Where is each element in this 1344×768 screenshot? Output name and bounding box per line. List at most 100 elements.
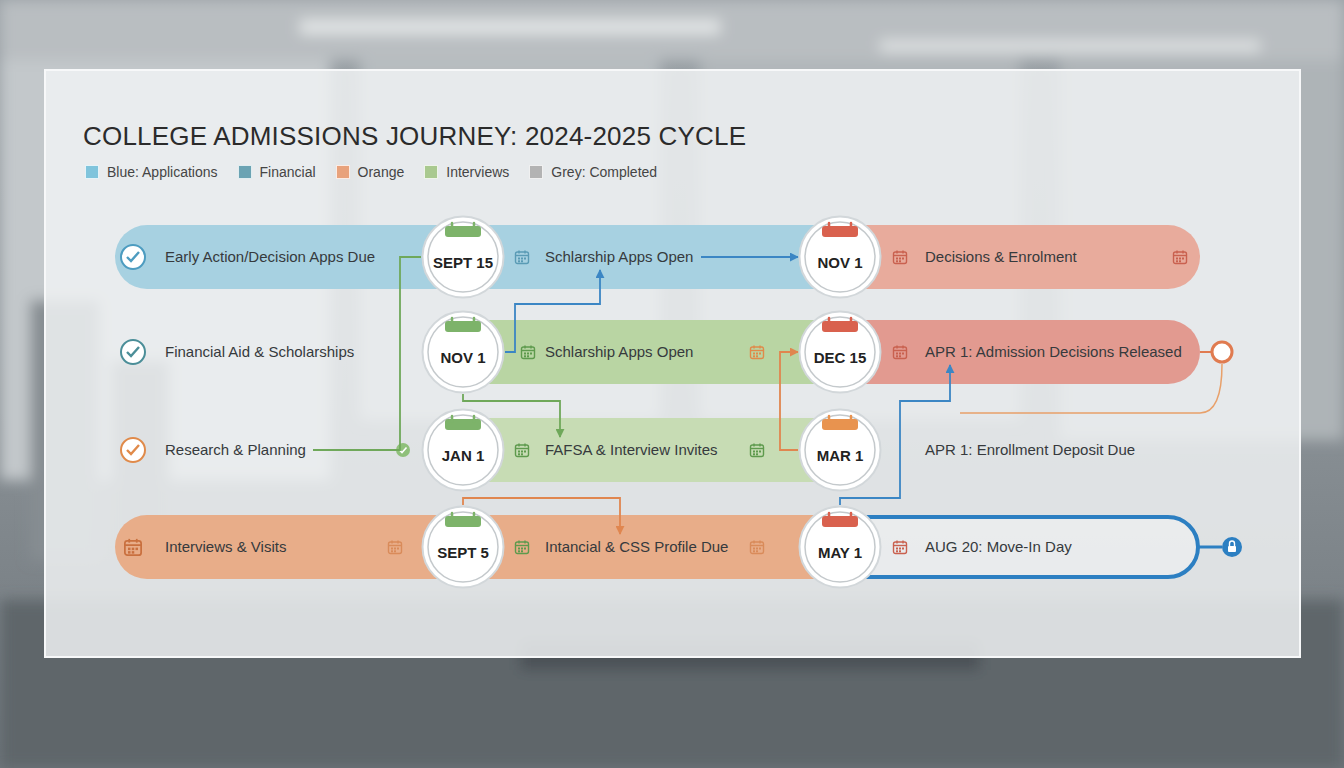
- outer-ring: [423, 312, 504, 393]
- calendar-ring: [850, 416, 853, 422]
- calendar-icon: [516, 251, 529, 264]
- end-marker: [1212, 342, 1232, 362]
- node-text: APR 1: Admission Decisions Released: [925, 343, 1183, 361]
- date-circle: SEPT 15: [421, 215, 505, 299]
- legend-item: Grey: Completed: [529, 164, 657, 180]
- milestone-label: FAFSA & Interview Invites: [539, 437, 725, 463]
- calendar-ring: [828, 223, 831, 229]
- calendar-icon: [389, 541, 402, 554]
- decor-wire: [960, 364, 1222, 413]
- ceiling: [0, 0, 1344, 60]
- check-mark: [127, 347, 139, 356]
- end-wire: [1198, 546, 1222, 549]
- calendar-icon: [751, 541, 764, 554]
- node-text: Schlarship Apps Open: [545, 343, 695, 361]
- outlined-band: [840, 517, 1198, 577]
- check-mark: [127, 445, 139, 454]
- node-text: DEC 15: [814, 337, 867, 367]
- calendar-icon: [1174, 251, 1187, 264]
- milestone-label: Research & Planning: [159, 437, 313, 463]
- lock-marker: [1222, 537, 1242, 557]
- legend-text: Financial: [260, 164, 316, 180]
- node-text: AUG 20: Move-In Day: [925, 538, 1073, 556]
- calendar-icon: [751, 346, 764, 359]
- inner-ring: [428, 512, 498, 582]
- check-mark: [127, 252, 139, 261]
- date-circle: SEPT 5: [421, 505, 505, 589]
- inner-ring: [805, 317, 875, 387]
- calendar-ring: [473, 223, 476, 229]
- outer-ring: [423, 507, 504, 588]
- node-text: JAN 1: [442, 435, 485, 465]
- legend-text: Blue: Applications: [107, 164, 218, 180]
- legend-text: Grey: Completed: [551, 164, 657, 180]
- inner-ring: [805, 512, 875, 582]
- calendar-tab: [445, 419, 481, 430]
- calendar-tab: [445, 321, 481, 332]
- outer-ring: [800, 312, 881, 393]
- milestone-label: Early Action/Decision Apps Due: [159, 244, 383, 270]
- check-icon: [121, 438, 145, 462]
- legend-item: Blue: Applications: [85, 164, 218, 180]
- calendar-ring: [451, 416, 454, 422]
- calendar-tab: [445, 516, 481, 527]
- calendar-tab: [445, 226, 481, 237]
- milestone-label: APR 1: Enrollment Deposit Due: [919, 437, 1143, 463]
- legend: Blue: Applications Financial Orange Intervi…: [85, 164, 657, 180]
- legend-swatch: [529, 165, 543, 179]
- milestone-label: AUG 20: Move-In Day: [919, 534, 1079, 560]
- calendar-tab: [822, 419, 858, 430]
- node-text: MAR 1: [817, 435, 864, 465]
- check-icon: [121, 340, 145, 364]
- calendar-ring: [451, 318, 454, 324]
- outer-ring: [423, 217, 504, 298]
- calendar-ring: [850, 223, 853, 229]
- calendar-ring: [828, 416, 831, 422]
- node-text: NOV 1: [440, 337, 485, 367]
- calendar-icon: [894, 251, 907, 264]
- legend-text: Orange: [358, 164, 405, 180]
- inner-ring: [428, 415, 498, 485]
- legend-text: Interviews: [446, 164, 509, 180]
- date-circle: MAR 1: [798, 408, 882, 492]
- node-text: Research & Planning: [165, 441, 307, 459]
- node-text: MAY 1: [818, 532, 862, 562]
- node-text: Intancial & CSS Profile Due: [545, 538, 730, 556]
- inner-ring: [805, 415, 875, 485]
- milestone-label: Intancial & CSS Profile Due: [539, 534, 736, 560]
- node-text: SEPT 5: [437, 532, 489, 562]
- calendar-tab: [822, 321, 858, 332]
- milestone-label: Schlarship Apps Open: [539, 244, 701, 270]
- node-text: Decisions & Enrolment: [925, 248, 1078, 266]
- calendar-ring: [850, 318, 853, 324]
- connector: [701, 256, 798, 258]
- node-text: SEPT 15: [433, 242, 493, 272]
- calendar-icon: [125, 539, 141, 555]
- milestone-label: Decisions & Enrolment: [919, 244, 1084, 270]
- check-icon: [121, 245, 145, 269]
- legend-swatch: [238, 165, 252, 179]
- date-circle: JAN 1: [421, 408, 505, 492]
- calendar-ring: [828, 318, 831, 324]
- connector: [505, 270, 600, 352]
- milestone-label: Schlarship Apps Open: [539, 339, 701, 365]
- node-text: Early Action/Decision Apps Due: [165, 248, 377, 266]
- calendar-icon: [894, 541, 907, 554]
- inner-ring: [428, 222, 498, 292]
- calendar-ring: [850, 513, 853, 519]
- end-wire: [1200, 351, 1211, 353]
- lock-shackle: [1230, 541, 1235, 546]
- milestone-label: APR 1: Admission Decisions Released: [919, 339, 1189, 365]
- legend-swatch: [85, 165, 99, 179]
- diagram-title: COLLEGE ADMISSIONS JOURNEY: 2024-2025 CY…: [83, 121, 746, 152]
- calendar-ring: [473, 513, 476, 519]
- outer-ring: [800, 507, 881, 588]
- legend-item: Interviews: [424, 164, 509, 180]
- calendar-icon: [516, 541, 529, 554]
- milestone-label: Interviews & Visits: [159, 534, 294, 560]
